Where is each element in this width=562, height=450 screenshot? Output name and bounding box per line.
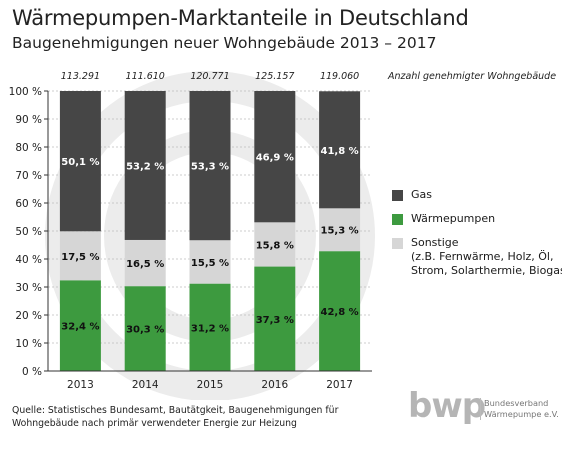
bar-label-heatpump: 42,8 %: [321, 307, 359, 318]
bar-other: [319, 208, 361, 252]
bar-heatpump: [254, 266, 296, 371]
legend: Gas Wärmepumpen Sonstige (z.B. Fernwärme…: [392, 188, 562, 288]
x-tick-label: 2016: [261, 379, 288, 391]
bar-label-heatpump: 37,3 %: [256, 315, 294, 326]
bar-label-gas: 46,9 %: [256, 153, 294, 164]
x-tick-label: 2014: [132, 379, 159, 391]
y-tick-label: 90 %: [15, 114, 42, 126]
bar-label-heatpump: 30,3 %: [126, 325, 164, 336]
bar-label-gas: 41,8 %: [321, 146, 359, 157]
legend-label-gas: Gas: [411, 188, 432, 201]
total-label: 125.157: [255, 71, 294, 82]
legend-item-heatpump: Wärmepumpen: [392, 212, 562, 226]
logo-org-line2: Wärmepumpe e.V.: [484, 409, 559, 419]
totals-label: Anzahl genehmigter Wohngebäude: [387, 71, 556, 82]
logo-wordmark: bwp: [408, 386, 486, 426]
legend-swatch-gas: [392, 190, 403, 201]
chart-subtitle: Baugenehmigungen neuer Wohngebäude 2013 …: [12, 34, 437, 52]
legend-swatch-heatpump: [392, 214, 403, 225]
bar-gas: [319, 91, 361, 209]
bar-label-other: 17,5 %: [61, 252, 99, 263]
y-tick-label: 20 %: [15, 310, 42, 322]
source-note: Quelle: Statistisches Bundesamt, Bautätg…: [12, 405, 339, 429]
logo-org-line1: Bundesverband: [484, 398, 549, 408]
bar-heatpump: [59, 280, 101, 371]
bar-label-other: 16,5 %: [126, 259, 164, 270]
chart-title: Wärmepumpen-Marktanteile in Deutschland: [12, 6, 469, 30]
bar-label-heatpump: 31,2 %: [191, 323, 229, 334]
bar-label-other: 15,3 %: [321, 226, 359, 237]
bar-label-gas: 50,1 %: [61, 157, 99, 168]
legend-item-gas: Gas: [392, 188, 562, 202]
bar-gas: [254, 91, 296, 223]
x-tick-label: 2013: [67, 379, 94, 391]
bars: 32,4 % 17,5 % 50,1 % 30,3 % 16,5 % 53,2 % 31,2…: [59, 91, 361, 371]
bar-label-other: 15,5 %: [191, 258, 229, 269]
y-tick-label: 100 %: [9, 86, 42, 98]
y-tick-label: 40 %: [15, 254, 42, 266]
y-tick-label: 80 %: [15, 142, 42, 154]
stacked-bar-chart: 32,4 % 17,5 % 50,1 % 30,3 % 16,5 % 53,2 % 31,2…: [9, 71, 556, 400]
bar-other: [189, 240, 231, 284]
x-tick-label: 2015: [197, 379, 224, 391]
y-tick-label: 60 %: [15, 198, 42, 210]
legend-label-heatpump: Wärmepumpen: [411, 212, 496, 225]
logo-org-name: Bundesverband Wärmepumpe e.V.: [484, 398, 559, 420]
bar-label-gas: 53,2 %: [126, 161, 164, 172]
bwp-logo: bwp Bundesverband Wärmepumpe e.V.: [408, 386, 559, 432]
bar-label-heatpump: 32,4 %: [61, 322, 99, 333]
total-label: 119.060: [320, 71, 359, 82]
bar-heatpump: [189, 283, 231, 371]
bar-label-gas: 53,3 %: [191, 162, 229, 173]
axes: 0 % 10 % 20 % 30 % 40 % 50 % 60 % 70 % 80 % 90 % 1…: [9, 71, 372, 391]
legend-label-other-detail: (z.B. Fernwärme, Holz, Öl, Strom, Solart…: [411, 250, 562, 277]
bar-label-other: 15,8 %: [256, 240, 294, 251]
bar-gas: [59, 91, 101, 232]
logo-divider: [480, 398, 481, 420]
bar-heatpump: [319, 251, 361, 371]
y-tick-label: 50 %: [15, 226, 42, 238]
total-label: 120.771: [190, 71, 229, 82]
legend-item-other: Sonstige (z.B. Fernwärme, Holz, Öl, Stro…: [392, 236, 562, 278]
bar-other: [254, 222, 296, 267]
legend-label-other: Sonstige: [411, 236, 459, 249]
total-label: 111.610: [126, 71, 165, 82]
total-label: 113.291: [61, 71, 100, 82]
bar-gas: [124, 91, 166, 240]
y-tick-label: 30 %: [15, 282, 42, 294]
y-tick-label: 70 %: [15, 170, 42, 182]
legend-swatch-other: [392, 238, 403, 249]
x-tick-label: 2017: [326, 379, 353, 391]
bar-other: [59, 231, 101, 281]
bar-gas: [189, 91, 231, 241]
y-tick-label: 10 %: [15, 338, 42, 350]
bar-heatpump: [124, 286, 166, 371]
y-tick-label: 0 %: [22, 366, 42, 378]
bar-other: [124, 239, 166, 287]
